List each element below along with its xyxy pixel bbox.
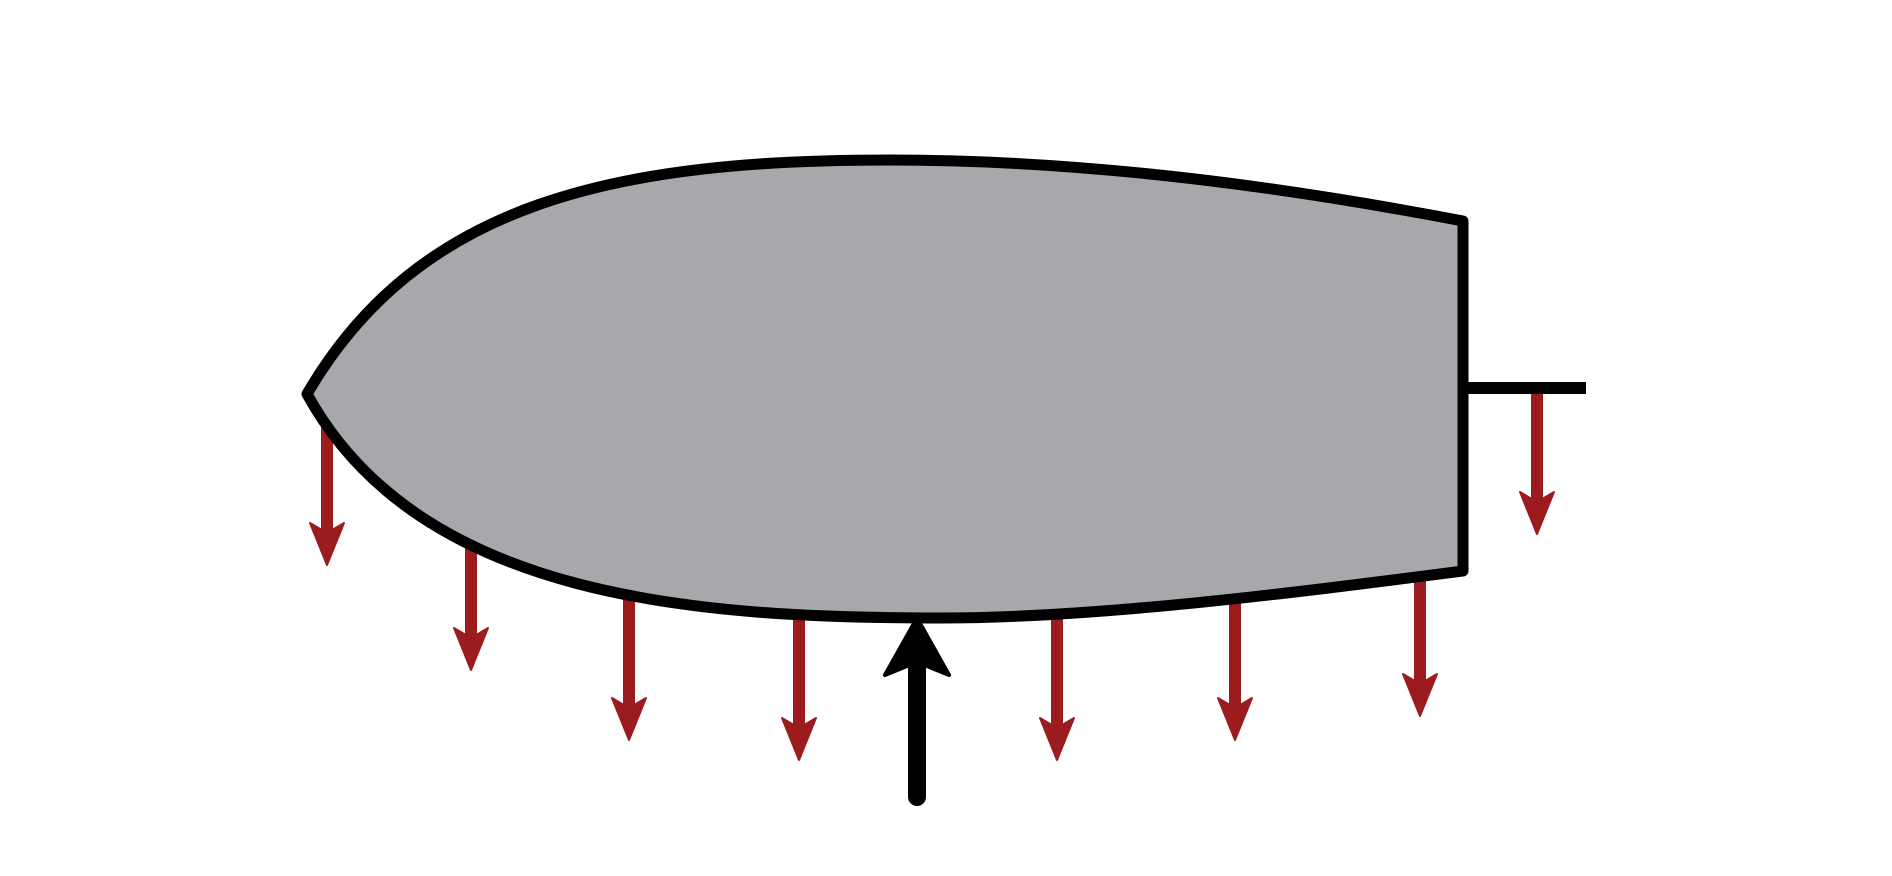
downward-force-arrow-6 (1217, 590, 1253, 741)
curved-body-shape (301, 154, 1469, 624)
downward-force-arrow-4 (781, 608, 817, 761)
resultant-arrow-head (883, 616, 951, 677)
downward-force-arrow-head (453, 627, 489, 671)
downward-force-arrow-1 (309, 420, 345, 566)
downward-force-arrow-8 (1519, 388, 1555, 535)
downward-force-arrow-5 (1039, 606, 1075, 761)
downward-force-arrow-head (1039, 717, 1075, 761)
downward-force-arrow-3 (611, 585, 647, 741)
resultant-upward-arrow (883, 616, 951, 806)
downward-force-arrow-7 (1402, 570, 1438, 717)
downward-force-arrow-head (1402, 673, 1438, 717)
downward-force-arrow-head (781, 717, 817, 761)
distributed-force-arrows (309, 388, 1555, 761)
downward-force-arrow-head (611, 697, 647, 741)
downward-force-arrow-head (309, 522, 345, 566)
downward-force-arrow-head (1519, 491, 1555, 535)
downward-force-arrow-head (1217, 697, 1253, 741)
